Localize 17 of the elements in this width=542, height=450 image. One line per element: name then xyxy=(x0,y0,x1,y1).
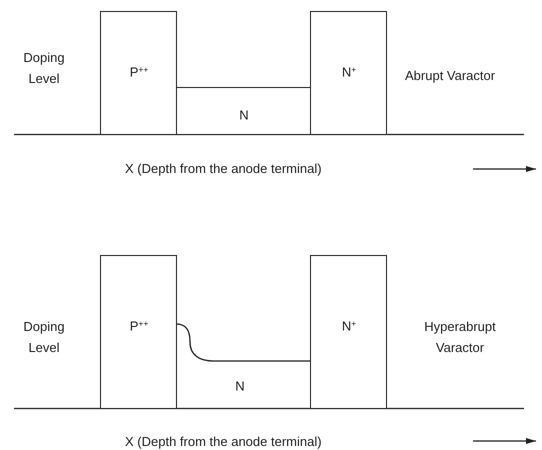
region-label: N$^{+}$ xyxy=(342,64,356,80)
region-label: P$^{++}$ xyxy=(130,64,148,80)
axis-label: X (Depth from the anode terminal) xyxy=(125,160,322,178)
doping-region-box xyxy=(310,255,387,409)
axis-label: Doping Level xyxy=(22,49,66,88)
panel-label: Abrupt Varactor xyxy=(405,67,496,85)
axis-label: Doping Level xyxy=(22,318,66,357)
doping-region-box xyxy=(100,11,177,135)
region-label: N xyxy=(235,378,245,394)
axis-label: X (Depth from the anode terminal) xyxy=(125,433,322,450)
panel-label: Hyperabrupt Varactor xyxy=(423,318,497,357)
region-label: N xyxy=(239,108,249,122)
region-label: N$^{+}$ xyxy=(342,318,356,334)
region-label: P$^{++}$ xyxy=(130,318,148,334)
doping-region-box xyxy=(176,87,311,135)
doping-region-box xyxy=(310,11,387,135)
doping-region-box xyxy=(100,255,177,409)
